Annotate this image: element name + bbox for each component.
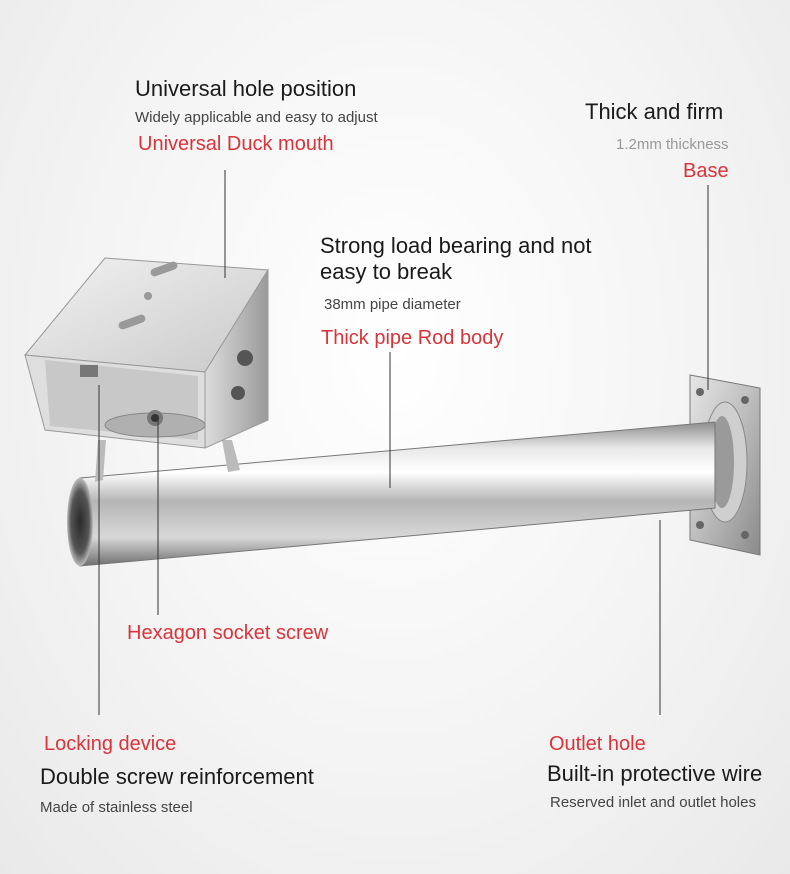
rod-subtitle: 38mm pipe diameter bbox=[324, 296, 461, 313]
base-title: Thick and firm bbox=[585, 99, 724, 124]
base-label: Base bbox=[683, 160, 729, 182]
duck-mouth-subtitle: Widely applicable and easy to adjust bbox=[135, 109, 378, 126]
duck-mouth-title: Universal hole position bbox=[135, 76, 357, 101]
rod-title: Strong load bearing and not easy to brea… bbox=[320, 233, 592, 284]
leader-lines bbox=[98, 170, 709, 715]
duck-mouth-label: Universal Duck mouth bbox=[138, 133, 334, 155]
locking-label: Locking device bbox=[44, 733, 177, 755]
base-subtitle: 1.2mm thickness bbox=[616, 136, 729, 153]
outlet-title: Built-in protective wire bbox=[547, 761, 763, 786]
hex-screw-label: Hexagon socket screw bbox=[127, 622, 329, 644]
outlet-label: Outlet hole bbox=[549, 733, 646, 755]
locking-title: Double screw reinforcement bbox=[40, 764, 314, 789]
outlet-subtitle: Reserved inlet and outlet holes bbox=[550, 794, 756, 811]
pipe-rod bbox=[67, 421, 716, 567]
duck-mouth-mount bbox=[24, 257, 269, 449]
rod-label: Thick pipe Rod body bbox=[321, 327, 504, 349]
locking-subtitle: Made of stainless steel bbox=[40, 799, 193, 816]
